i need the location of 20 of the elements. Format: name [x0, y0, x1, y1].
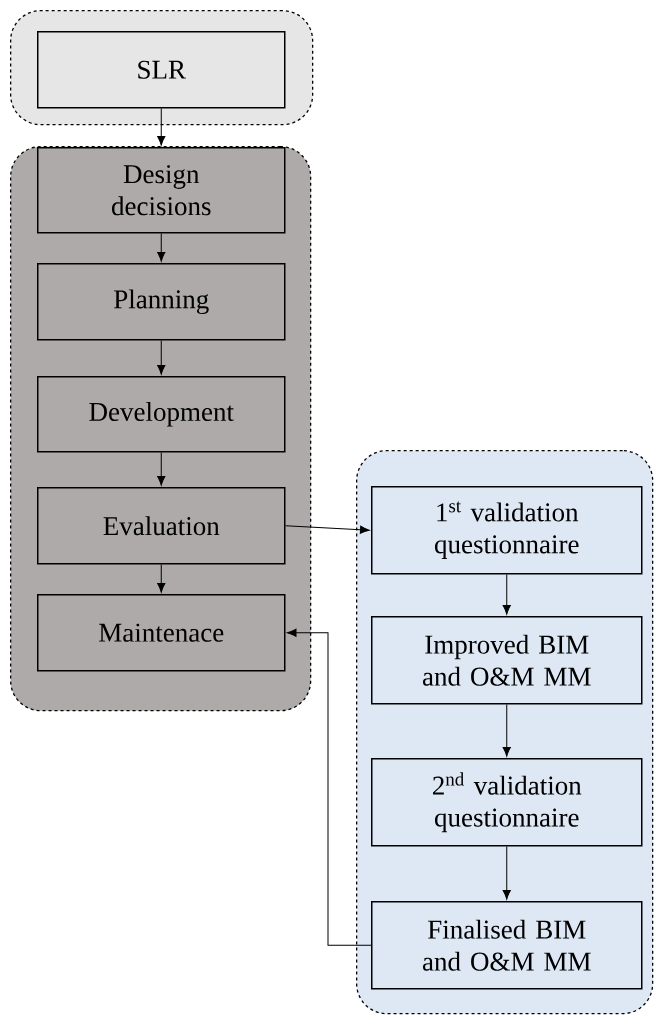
- process-box: Development: [37, 376, 286, 453]
- process-box: Design decisions: [37, 147, 286, 234]
- arrow: [286, 628, 372, 946]
- process-box: Improved BIM and O&M MM: [371, 616, 643, 705]
- process-box: SLR: [37, 31, 286, 109]
- process-box: Planning: [37, 263, 286, 341]
- process-box: 2$^{nd}$ validation questionnaire: [371, 758, 643, 847]
- arrow: [157, 452, 166, 486]
- process-box: Evaluation: [37, 487, 286, 565]
- arrow: [502, 574, 511, 615]
- process-box: 1$^{st}$ validation questionnaire: [371, 486, 643, 575]
- process-box: Finalised BIM and O&M MM: [371, 901, 643, 990]
- arrow: [502, 704, 511, 757]
- arrow: [285, 525, 370, 534]
- arrow: [157, 233, 166, 262]
- arrow: [502, 846, 511, 900]
- arrow: [157, 340, 166, 375]
- arrow: [157, 108, 166, 146]
- arrow: [157, 564, 166, 593]
- process-box: Maintenace: [37, 594, 286, 672]
